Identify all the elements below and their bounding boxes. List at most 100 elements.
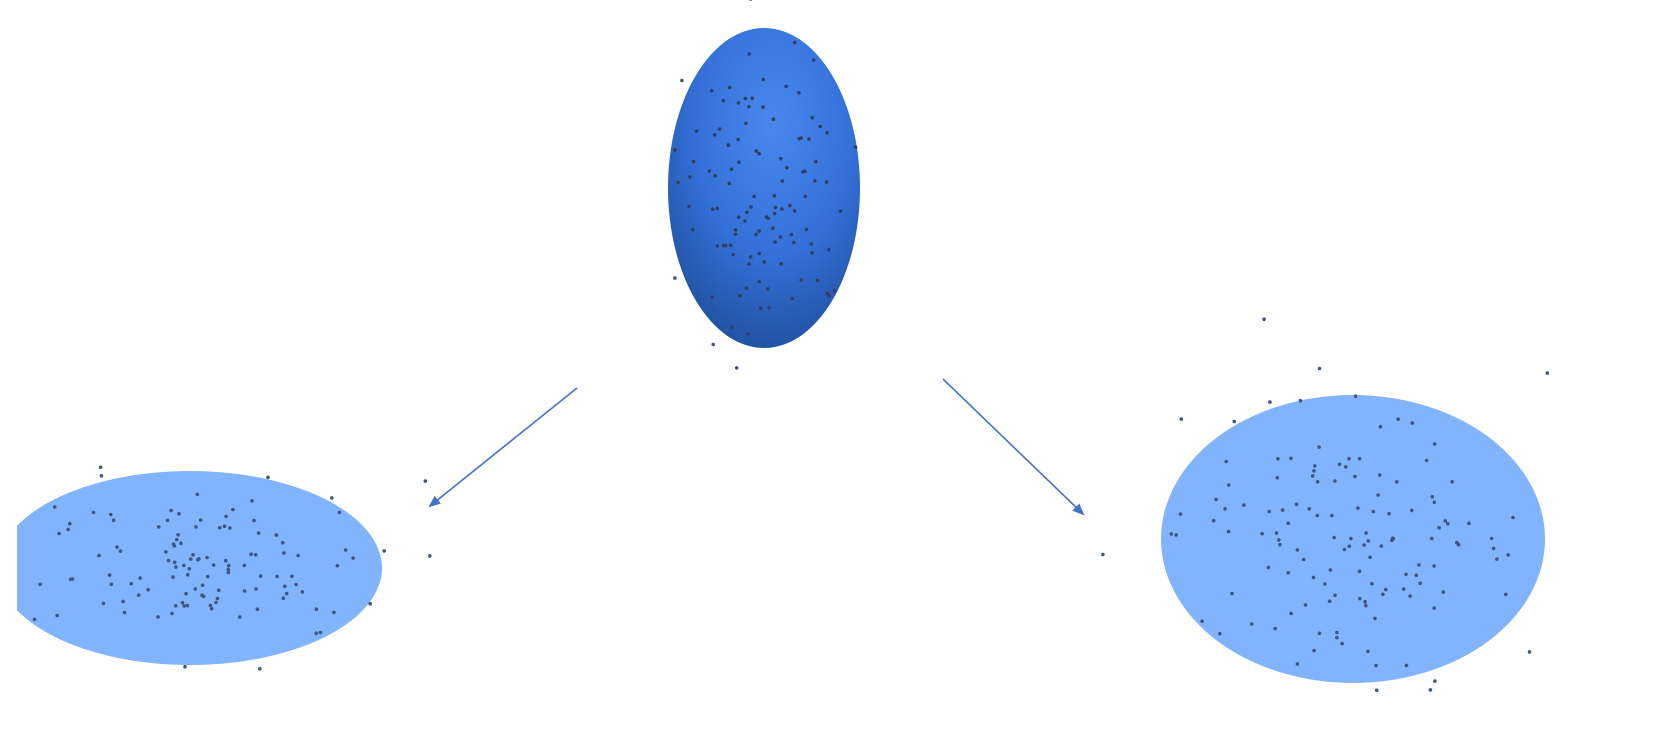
scatter-point (818, 124, 822, 129)
scatter-point (122, 610, 127, 615)
scatter-point (1317, 445, 1321, 449)
scatter-point (713, 173, 717, 178)
scatter-point (1417, 563, 1421, 567)
scatter-point (815, 278, 820, 283)
scatter-point (711, 342, 715, 347)
scatter-point (1250, 622, 1254, 626)
scatter-point (750, 96, 754, 101)
top-ellipsoid-group (668, 0, 860, 370)
scatter-point (1387, 511, 1391, 516)
scatter-point (1379, 544, 1384, 548)
scatter-point (180, 600, 185, 605)
scatter-point (811, 58, 816, 62)
scatter-point (673, 276, 677, 280)
scatter-point (1307, 507, 1311, 511)
scatter-point (156, 525, 161, 529)
scatter-point (694, 129, 699, 134)
scatter-point (249, 552, 253, 556)
scatter-point (797, 137, 801, 141)
scatter-point (1381, 592, 1385, 597)
scatter-point (1312, 648, 1316, 653)
scatter-point (757, 251, 761, 256)
scatter-point (255, 607, 260, 611)
scatter-point (166, 558, 171, 563)
scatter-point (252, 518, 256, 523)
scatter-point (1230, 591, 1234, 596)
scatter-point (1433, 679, 1437, 683)
scatter-point (1315, 513, 1320, 518)
scatter-point (146, 587, 150, 592)
scatter-point (1432, 500, 1437, 505)
scatter-point (1347, 544, 1352, 548)
scatter-point (1376, 493, 1380, 497)
scatter-point (790, 296, 794, 301)
scatter-point (99, 474, 104, 478)
scatter-point (807, 137, 811, 141)
scatter-point (1432, 606, 1436, 610)
scatter-point (754, 232, 758, 237)
scatter-point (97, 553, 101, 558)
scatter-point (205, 574, 210, 579)
scatter-point (174, 565, 178, 569)
scatter-point (690, 227, 695, 232)
left-point-cloud (0, 465, 432, 671)
scatter-point (784, 84, 788, 89)
scatter-point (1260, 531, 1264, 536)
scatter-point (193, 587, 198, 591)
scatter-point (1169, 532, 1174, 536)
scatter-point (70, 577, 75, 581)
scatter-point (779, 262, 784, 266)
scatter-point (314, 607, 319, 611)
scatter-point (194, 525, 198, 529)
scatter-point (1289, 456, 1293, 461)
scatter-point (1396, 417, 1400, 422)
scatter-point (772, 211, 777, 216)
scatter-point (778, 235, 783, 239)
scatter-point (691, 159, 696, 164)
scatter-point (757, 151, 761, 156)
scatter-point (0, 529, 4, 533)
scatter-point (785, 165, 789, 170)
scatter-point (1489, 536, 1494, 541)
scatter-point (757, 279, 762, 284)
scatter-point (1274, 531, 1279, 535)
scatter-point (764, 215, 769, 219)
scatter-point (172, 560, 177, 565)
scatter-point (107, 573, 112, 577)
scatter-point (332, 610, 336, 615)
scatter-point (676, 180, 680, 185)
scatter-point (198, 518, 203, 522)
scatter-point (115, 545, 119, 549)
scatter-point (1317, 366, 1322, 371)
scatter-point (762, 260, 766, 264)
scatter-point (1328, 568, 1333, 572)
scatter-point (1267, 509, 1271, 514)
scatter-point (186, 572, 190, 577)
scatter-point (687, 204, 691, 209)
scatter-point (179, 541, 183, 545)
scatter-point (224, 558, 228, 563)
scatter-point (1404, 663, 1409, 668)
scatter-point (205, 555, 209, 560)
scatter-point (825, 130, 829, 135)
scatter-point (195, 492, 200, 497)
scatter-point (172, 544, 177, 548)
scatter-point (1232, 419, 1237, 424)
scatter-point (337, 510, 342, 515)
arrow-right-icon (942, 378, 1085, 516)
scatter-point (281, 596, 286, 600)
scatter-point (715, 206, 720, 211)
scatter-point (733, 228, 738, 232)
scatter-point (838, 209, 843, 213)
scatter-point (1368, 555, 1372, 560)
scatter-point (799, 278, 803, 282)
scatter-point (1218, 632, 1222, 636)
scatter-point (1504, 592, 1508, 597)
scatter-point (1242, 503, 1246, 507)
scatter-point (1356, 506, 1360, 510)
scatter-point (1315, 480, 1320, 484)
scatter-point (757, 229, 761, 233)
scatter-point (809, 242, 814, 246)
scatter-point (1330, 513, 1334, 518)
